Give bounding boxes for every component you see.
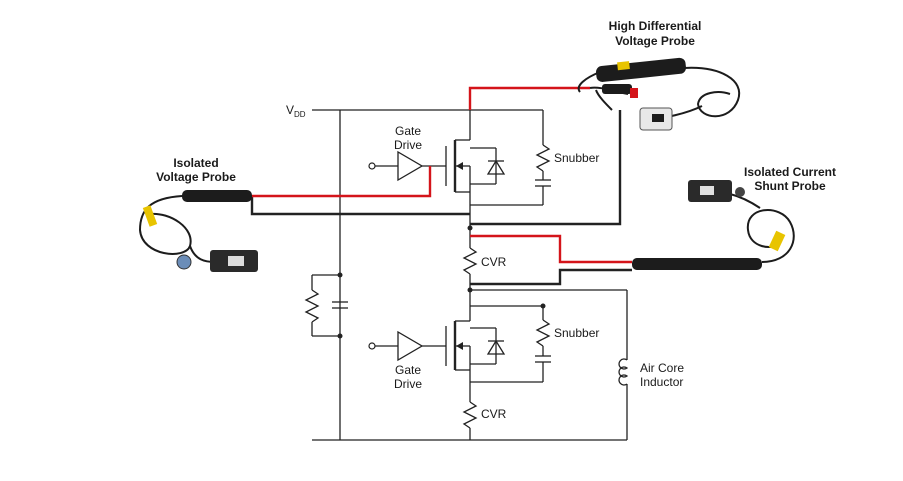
gate-drive-top-label-1: Gate (395, 124, 421, 138)
air-core-label-2: Inductor (640, 375, 683, 389)
top-gate-drive (368, 150, 446, 182)
isolated-current-probe-label-1: Isolated Current (744, 165, 836, 179)
switch-node (462, 225, 627, 293)
dc-link-rc-network (304, 272, 348, 339)
probe-black-leads (250, 110, 632, 286)
top-snubber (470, 109, 551, 206)
bottom-gate-drive (368, 330, 446, 362)
bottom-cvr (462, 398, 478, 440)
gate-drive-top-label-2: Drive (394, 138, 422, 152)
gate-drive-bottom-label-2: Drive (394, 377, 422, 391)
high-diff-probe-label-1: High Differential (609, 19, 702, 33)
bottom-snubber (470, 303, 551, 383)
snubber-bottom-label: Snubber (554, 326, 599, 340)
bottom-mosfet (445, 290, 471, 398)
top-body-diode (470, 147, 506, 185)
cvr-bottom-label: CVR (481, 407, 507, 421)
top-mosfet (445, 110, 471, 228)
cvr-top-label: CVR (481, 255, 507, 269)
snubber-top-label: Snubber (554, 151, 599, 165)
gate-drive-bottom-label-1: Gate (395, 363, 421, 377)
air-core-inductor (618, 290, 629, 440)
vdd-label: VDD (286, 103, 306, 119)
isolated-voltage-probe-label-2: Voltage Probe (156, 170, 236, 184)
isolated-voltage-probe (138, 190, 258, 272)
isolated-current-probe (632, 180, 795, 270)
probe-red-leads (252, 86, 632, 264)
high-diff-probe-label-2: Voltage Probe (615, 34, 695, 48)
high-differential-probe (577, 57, 741, 131)
air-core-label-1: Air Core (640, 361, 684, 375)
isolated-current-probe-label-2: Shunt Probe (754, 179, 826, 193)
isolated-voltage-probe-label-1: Isolated (173, 156, 218, 170)
bottom-body-diode (470, 327, 506, 365)
